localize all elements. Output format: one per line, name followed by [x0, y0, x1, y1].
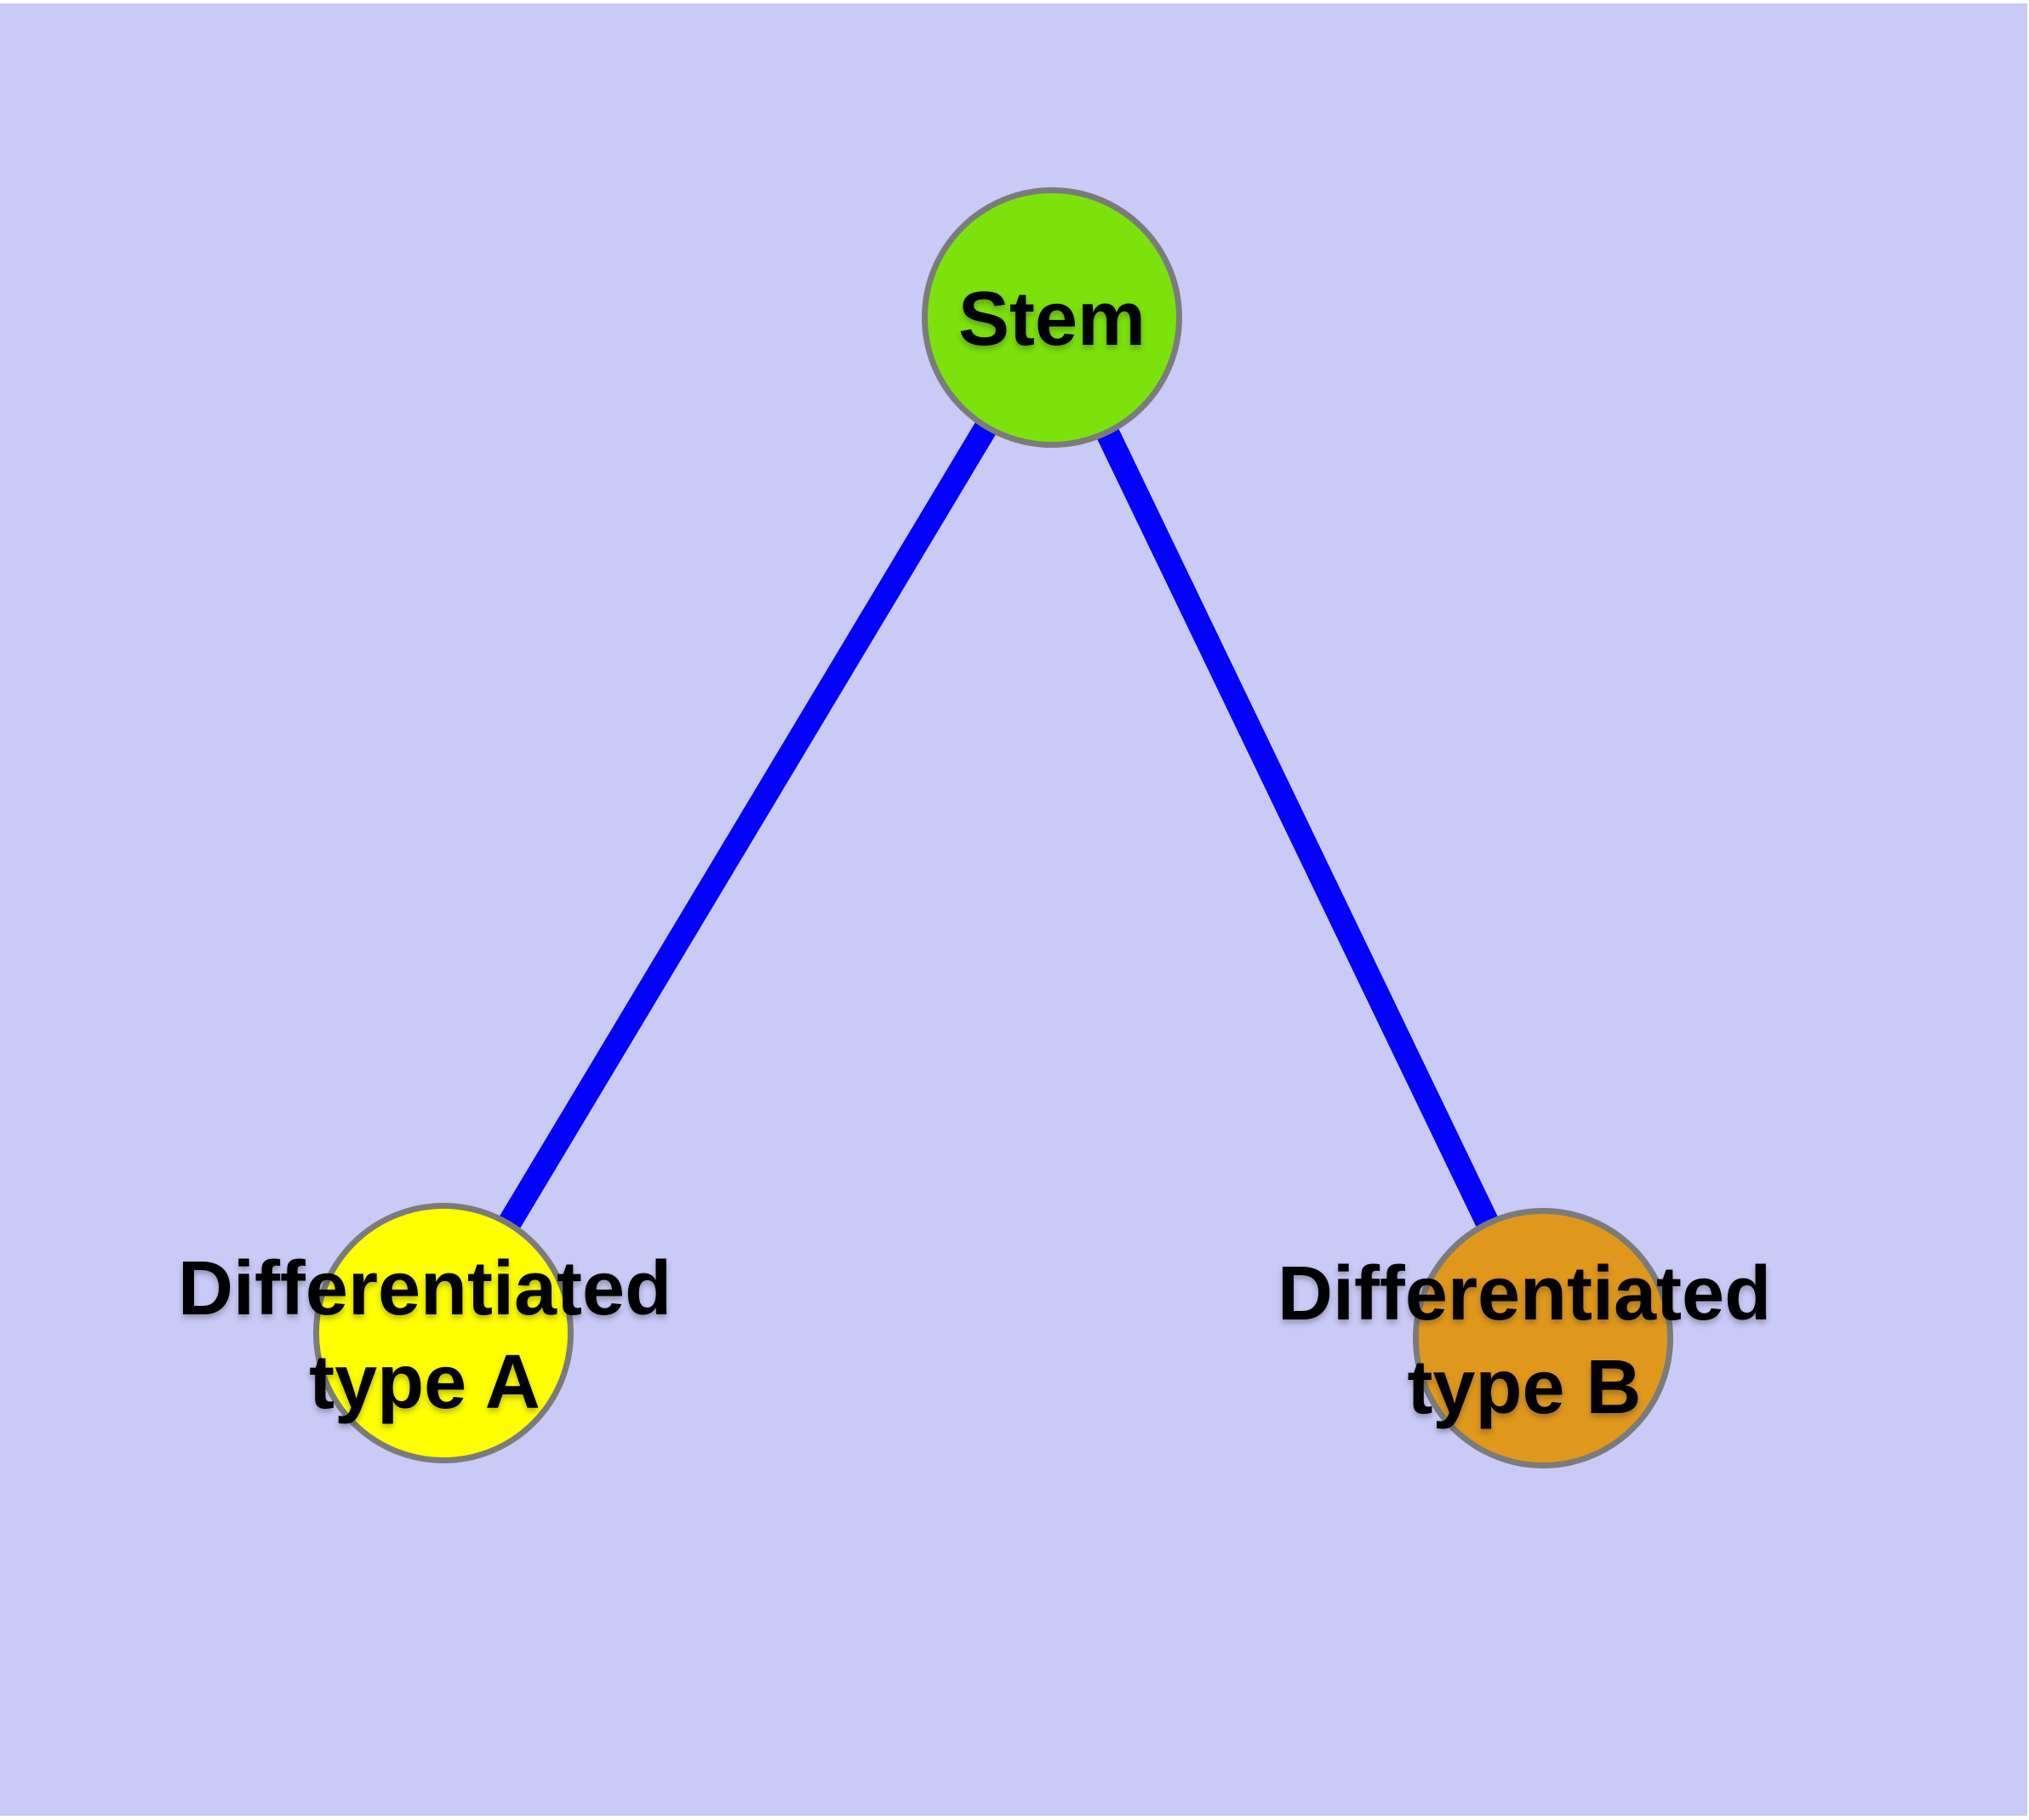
edge-stem-to-type-a [432, 311, 1063, 1340]
node-differentiated-type-a [313, 1203, 574, 1463]
node-stem [922, 187, 1182, 448]
edge-stem-to-type-b [1041, 312, 1554, 1344]
node-differentiated-type-b [1413, 1208, 1673, 1468]
